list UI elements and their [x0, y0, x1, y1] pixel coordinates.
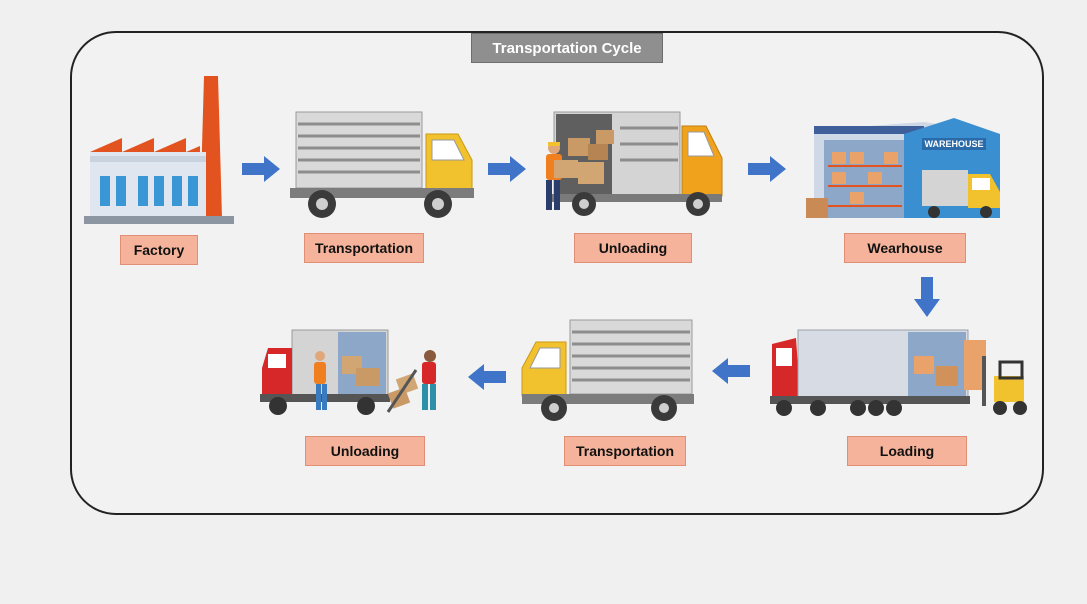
- arrow-right-icon: [748, 156, 786, 182]
- truck-icon: [521, 319, 694, 421]
- arrow-left-icon: [712, 358, 750, 384]
- arrow-right-icon: [488, 156, 526, 182]
- arrow-down-icon: [914, 277, 940, 317]
- stage-label-transportation-return: Transportation: [564, 436, 686, 466]
- stage-label-unloading: Unloading: [574, 233, 692, 263]
- warehouse-icon: WAREHOUSE: [806, 118, 1000, 218]
- warehouse-sign: WAREHOUSE: [924, 139, 983, 149]
- stage-label-transportation: Transportation: [304, 233, 424, 263]
- arrow-right-icon: [242, 156, 280, 182]
- trailer-loading-icon: [770, 329, 1027, 416]
- stage-label-loading: Loading: [847, 436, 967, 466]
- unloading-truck-icon: [546, 111, 723, 216]
- stage-label-factory: Factory: [120, 235, 198, 265]
- diagram-title: Transportation Cycle: [471, 33, 663, 63]
- factory-icon: [84, 76, 234, 224]
- stage-label-unloading-final: Unloading: [305, 436, 425, 466]
- delivery-unloading-icon: [260, 329, 436, 415]
- arrow-left-icon: [468, 364, 506, 390]
- stage-label-warehouse: Wearhouse: [844, 233, 966, 263]
- truck-icon: [290, 111, 474, 218]
